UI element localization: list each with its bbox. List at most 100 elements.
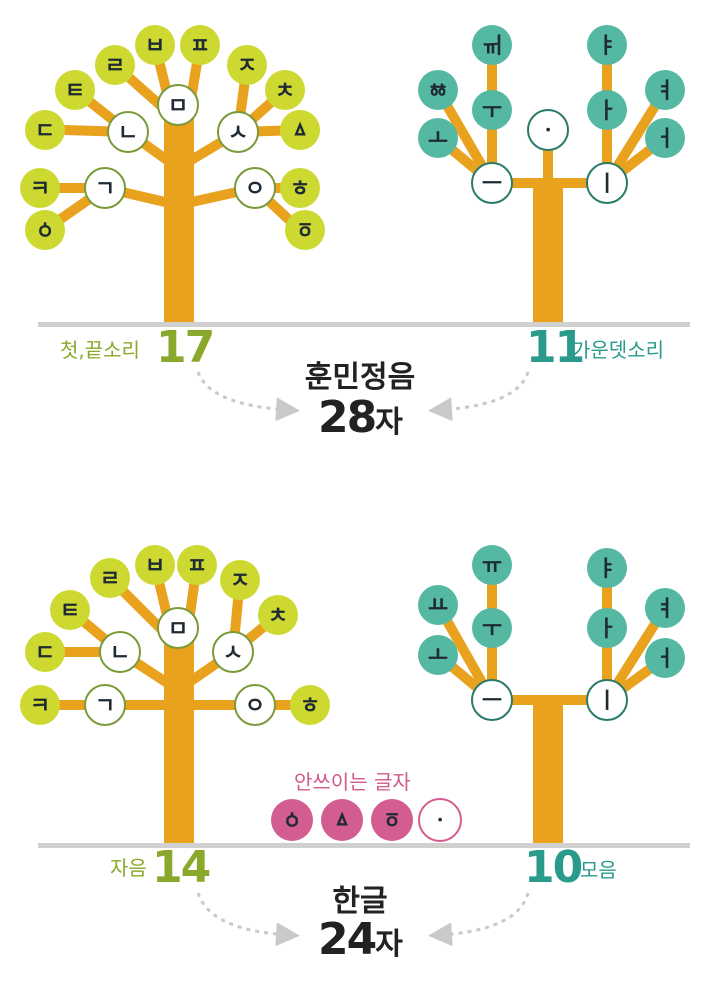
top-title: 훈민정음 <box>304 360 416 395</box>
top-inner-vowel-2-letter: ㅣ <box>597 172 617 197</box>
top-outer-consonant-3-circle <box>55 70 95 110</box>
top-inner-consonant-3-circle <box>217 111 259 153</box>
top-inner-vowel-2: ㅣ <box>586 162 628 204</box>
bottom-title: 한글 <box>332 884 388 919</box>
bottom-inner-vowel-1-circle <box>586 679 628 721</box>
top-outer-vowel-1: ㆅ <box>418 70 458 110</box>
bottom-outer-vowel-0-letter: ㅗ <box>428 644 448 669</box>
bottom-outer-vowel-5: ㅏ <box>587 608 627 648</box>
bottom-outer-consonant-1: ㄷ <box>25 632 65 672</box>
bottom-total: 24자 <box>318 914 403 965</box>
bottom-consonant-label: 자음 <box>110 856 147 880</box>
bottom-consonant-count: 14 <box>152 842 211 893</box>
top-outer-consonant-6-letter: ㅍ <box>190 34 210 59</box>
top-inner-consonant-1: ㄴ <box>107 111 149 153</box>
bottom-inner-vowel-1: ㅣ <box>586 679 628 721</box>
bottom-outer-consonant-8-letter: ㅎ <box>300 694 320 719</box>
bottom-vowel-branches <box>433 560 670 705</box>
bottom-inner-consonant-0-circle <box>84 684 126 726</box>
bottom-outer-consonant-2: ㅌ <box>50 590 90 630</box>
top-outer-consonant-0: ㆁ <box>25 210 65 250</box>
top-arrow-right <box>428 371 530 422</box>
bottom-vowel-trunk <box>533 700 563 843</box>
unused-letter-1-circle <box>321 799 363 841</box>
unused-letter-0-letter: ㆁ <box>282 809 302 834</box>
top-outer-vowel-4-letter: ㅑ <box>597 34 617 59</box>
top-outer-vowel-3: ㆌ <box>472 25 512 65</box>
top-outer-consonant-9-circle <box>280 110 320 150</box>
bottom-ground-line <box>38 843 690 848</box>
top-outer-consonant-9-letter: ㅿ <box>290 119 310 144</box>
top-inner-vowel-0-letter: ㅡ <box>482 172 502 197</box>
top-outer-consonant-4-letter: ㄹ <box>105 54 125 79</box>
top-inner-consonant-0-letter: ㄱ <box>95 177 115 202</box>
top-outer-vowel-4-circle <box>587 25 627 65</box>
top-outer-consonant-8-letter: ㅊ <box>275 79 295 104</box>
top-inner-consonant-4-letter: ㅇ <box>245 177 265 202</box>
top-vowel-count: 11 <box>526 322 585 373</box>
top-inner-vowel-1-circle <box>527 109 569 151</box>
top-outer-consonant-8: ㅊ <box>265 70 305 110</box>
bottom-outer-consonant-0-letter: ㅋ <box>30 694 50 719</box>
bottom-outer-consonant-1-letter: ㄷ <box>35 641 55 666</box>
bottom-inner-consonant-4: ㅇ <box>234 684 276 726</box>
top-inner-vowel-2-circle <box>586 162 628 204</box>
top-outer-consonant-1-circle <box>20 168 60 208</box>
top-inner-consonant-3: ㅅ <box>217 111 259 153</box>
top-inner-consonant-2-letter: ㅁ <box>168 94 188 119</box>
top-outer-vowel-4: ㅑ <box>587 25 627 65</box>
top-outer-vowel-0-circle <box>418 118 458 158</box>
bottom-inner-consonant-3: ㅅ <box>212 631 254 673</box>
top-outer-consonant-5-circle <box>135 25 175 65</box>
bottom-outer-consonant-7: ㅊ <box>258 595 298 635</box>
bottom-inner-consonant-3-letter: ㅅ <box>223 641 243 666</box>
unused-letter-0: ㆁ <box>271 799 313 841</box>
bottom-outer-vowel-3-letter: ㅠ <box>482 554 502 579</box>
bottom-vowel-label: 모음 <box>580 858 617 882</box>
bottom-outer-vowel-7-circle <box>645 638 685 678</box>
top-outer-vowel-5-letter: ㅏ <box>597 99 617 124</box>
bottom-outer-consonant-8-circle <box>290 685 330 725</box>
top-outer-vowel-2: ㅜ <box>472 90 512 130</box>
bottom-outer-vowel-5-letter: ㅏ <box>597 617 617 642</box>
bottom-outer-consonant-0: ㅋ <box>20 685 60 725</box>
unused-letter-3-circle <box>418 798 462 842</box>
bottom-inner-consonant-0-letter: ㄱ <box>95 694 115 719</box>
bottom-outer-consonant-6-letter: ㅈ <box>230 569 250 594</box>
top-consonant-label: 첫,끝소리 <box>60 338 140 362</box>
unused-letter-3-letter: ㆍ <box>430 809 450 834</box>
bottom-outer-consonant-2-circle <box>50 590 90 630</box>
bottom-outer-vowel-5-circle <box>587 608 627 648</box>
top-outer-consonant-8-circle <box>265 70 305 110</box>
top-total: 28자 <box>318 392 403 443</box>
top-vowel-label: 가운뎃소리 <box>572 338 664 362</box>
top-inner-consonant-4: ㅇ <box>234 167 276 209</box>
top-outer-consonant-6: ㅍ <box>180 25 220 65</box>
top-outer-vowel-6: ㅕ <box>645 70 685 110</box>
top-outer-consonant-4-circle <box>95 45 135 85</box>
bottom-outer-consonant-4: ㅂ <box>135 545 175 585</box>
bottom-inner-consonant-2: ㅁ <box>157 607 199 649</box>
top-arrow-left <box>196 371 300 422</box>
top-outer-vowel-3-circle <box>472 25 512 65</box>
top-outer-consonant-7-letter: ㅈ <box>237 54 257 79</box>
top-arrows <box>196 371 530 422</box>
bottom-outer-vowel-4-circle <box>587 548 627 588</box>
unused-letter-0-circle <box>271 799 313 841</box>
top-outer-consonant-9: ㅿ <box>280 110 320 150</box>
top-outer-consonant-6-circle <box>180 25 220 65</box>
top-inner-consonant-2-circle <box>157 84 199 126</box>
top-inner-consonant-0-circle <box>84 167 126 209</box>
top-outer-vowel-5-circle <box>587 90 627 130</box>
top-inner-consonant-0: ㄱ <box>84 167 126 209</box>
top-outer-vowel-2-circle <box>472 90 512 130</box>
bottom-outer-consonant-4-letter: ㅂ <box>145 554 165 579</box>
